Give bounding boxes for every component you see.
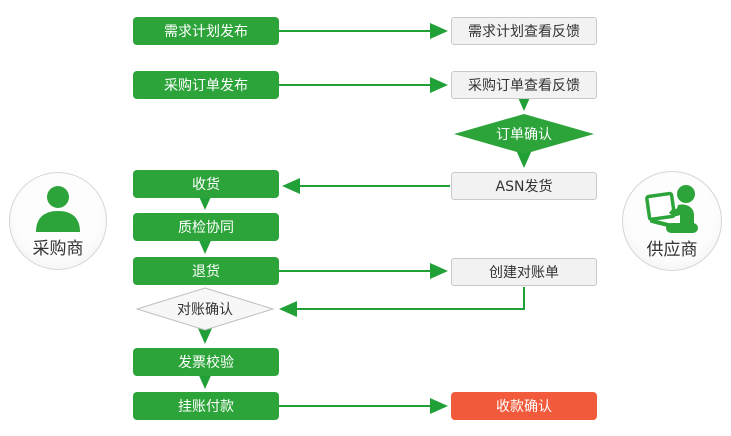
flow-node-demand-plan-feedback: 需求计划查看反馈 xyxy=(451,17,597,45)
diamond-shape xyxy=(135,287,275,331)
flow-node-create-statement: 创建对账单 xyxy=(451,258,597,286)
decision-label: 对账确认 xyxy=(177,302,233,318)
flow-decision-order-confirm: 订单确认 xyxy=(454,114,594,154)
actor-buyer: 采购商 xyxy=(9,172,107,270)
person-laptop-icon xyxy=(642,185,702,233)
decision-label: 订单确认 xyxy=(496,127,552,143)
flow-node-receipt-confirm: 收款确认 xyxy=(451,392,597,420)
flow-node-invoice-verify: 发票校验 xyxy=(133,348,279,376)
flow-decision-reconcile-confirm: 对账确认 xyxy=(135,287,275,331)
flow-node-po-feedback: 采购订单查看反馈 xyxy=(451,71,597,99)
flow-node-quality-collab: 质检协同 xyxy=(133,213,279,241)
flow-node-return-goods: 退货 xyxy=(133,257,279,285)
actor-supplier-label: 供应商 xyxy=(646,240,698,260)
flow-node-book-payment: 挂账付款 xyxy=(133,392,279,420)
diamond-shape xyxy=(454,114,594,154)
person-icon xyxy=(32,186,84,232)
actor-buyer-label: 采购商 xyxy=(32,239,84,259)
connector-statement-to-reconcile xyxy=(279,287,525,317)
actor-supplier: 供应商 xyxy=(622,171,722,271)
flow-node-po-publish: 采购订单发布 xyxy=(133,71,279,99)
flow-node-demand-plan-publish: 需求计划发布 xyxy=(133,17,279,45)
flow-node-asn-ship: ASN发货 xyxy=(451,172,597,200)
flow-node-receive-goods: 收货 xyxy=(133,170,279,198)
